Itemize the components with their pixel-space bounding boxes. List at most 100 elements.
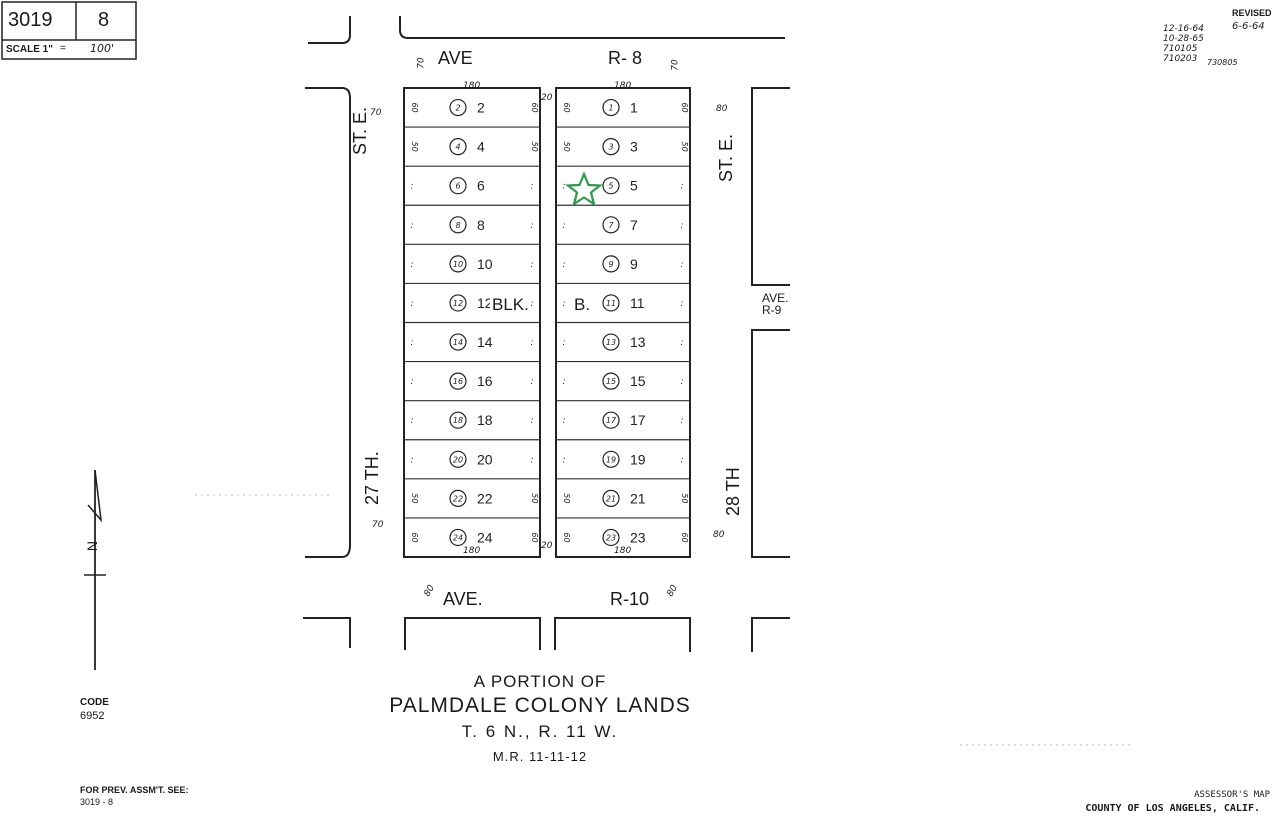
- previous-assessment-label: FOR PREV. ASSM'T. SEE:: [80, 785, 189, 795]
- block-width: 180: [614, 81, 632, 91]
- lot-number: 4: [477, 139, 485, 155]
- revised-date: 12-16-64: [1163, 24, 1204, 34]
- parcel-number-circle: [602, 489, 620, 507]
- parcel-number: 23: [606, 533, 616, 542]
- parcel-number-circle: [602, 138, 620, 156]
- lot-frontage: 60: [410, 532, 419, 542]
- parcel-number: 18: [453, 416, 463, 425]
- parcel-number: 6: [455, 182, 460, 191]
- lot-frontage: :: [562, 377, 565, 387]
- parcel-number: 17: [606, 416, 617, 425]
- lot-frontage: :: [562, 338, 565, 348]
- lot-frontage: :: [530, 182, 533, 192]
- lot-number: 17: [630, 412, 646, 428]
- parcel-number-circle: [602, 255, 620, 273]
- revised-date: 10-28-65: [1163, 34, 1204, 44]
- lot-frontage: :: [680, 299, 683, 309]
- lot-number: 6: [477, 178, 485, 194]
- lot-frontage: 60: [530, 102, 539, 112]
- avenue-r8-label-right: R- 8: [608, 48, 643, 68]
- lot-frontage: 50: [530, 142, 539, 152]
- lot-number: 10: [477, 256, 493, 272]
- footer-assessor-map: ASSESSOR'S MAP: [1194, 790, 1270, 800]
- parcel-number-circle: [449, 489, 467, 507]
- lot-frontage: 60: [562, 102, 571, 112]
- revised-date: 730805: [1207, 58, 1238, 67]
- lot-frontage: :: [680, 338, 683, 348]
- block-width: 180: [463, 81, 481, 91]
- street-width: 70: [372, 520, 384, 530]
- map-number-box: [1, 1, 137, 60]
- parcel-number: 15: [606, 377, 616, 386]
- lot-frontage: 60: [562, 532, 571, 542]
- curb-27th-street: [305, 87, 351, 558]
- lot-frontage: 50: [530, 493, 539, 503]
- street-width: 70: [370, 108, 382, 118]
- lot-frontage: 60: [410, 102, 419, 112]
- lot-number: 14: [477, 334, 493, 350]
- map-title-line1: A PORTION OF: [473, 672, 607, 691]
- lot-frontage: :: [530, 377, 533, 387]
- map-title-line2: PALMDALE COLONY LANDS: [389, 694, 691, 717]
- previous-assessment-value: 3019 - 8: [80, 797, 114, 807]
- curb-top-right: [399, 16, 785, 39]
- lot-frontage: :: [680, 221, 683, 231]
- revised-date: 710203: [1163, 54, 1198, 64]
- lot-frontage: 60: [680, 532, 689, 542]
- star-icon: [564, 171, 604, 207]
- lot-frontage: 50: [680, 142, 689, 152]
- lot-frontage: :: [562, 182, 565, 192]
- parcel-number: 3: [608, 143, 613, 152]
- lot-number: 24: [477, 529, 493, 545]
- lot-frontage: :: [410, 221, 413, 231]
- parcel-number-circle: [449, 294, 467, 312]
- lot-frontage: :: [680, 377, 683, 387]
- lot-number: 19: [630, 451, 646, 467]
- st-e-label-left: ST. E.: [350, 106, 370, 155]
- lot-frontage: :: [562, 416, 565, 426]
- map-title-line4: M.R. 11-11-12: [492, 749, 588, 764]
- alley-width: 20: [541, 541, 553, 551]
- lot-frontage: :: [410, 338, 413, 348]
- lot-number: 16: [477, 373, 493, 389]
- avenue-r9-label: AVE. R-9: [762, 291, 789, 317]
- alley-width: 20: [541, 93, 553, 103]
- 28th-street-label: 28 TH: [723, 467, 743, 516]
- lot-number: 18: [477, 412, 493, 428]
- code-value: 6952: [80, 710, 105, 722]
- lot-number: 22: [477, 490, 493, 506]
- lot-number: 23: [630, 529, 646, 545]
- lot-number: 13: [630, 334, 646, 350]
- lot-frontage: :: [410, 416, 413, 426]
- map-book-number: 3019: [8, 9, 53, 31]
- lot-frontage: :: [680, 416, 683, 426]
- curb-top-left: [308, 16, 351, 44]
- lot-frontage: :: [530, 299, 533, 309]
- parcel-number-circle: [449, 177, 467, 195]
- block-label-right: B.: [572, 295, 593, 315]
- map-title-line3: T. 6 N., R. 11 W.: [461, 722, 619, 741]
- lot-number: 21: [630, 490, 646, 506]
- scale-equals: =: [60, 43, 66, 54]
- lot-frontage: :: [680, 260, 683, 270]
- curb-bottom-left: [303, 617, 351, 648]
- parcel-number: 9: [608, 260, 613, 269]
- lot-frontage: :: [410, 299, 413, 309]
- lot-number: 3: [630, 139, 638, 155]
- parcel-number-circle: [602, 528, 620, 547]
- lot-frontage: :: [410, 182, 413, 192]
- lot-frontage: :: [410, 455, 413, 465]
- lot-frontage: 60: [530, 532, 539, 542]
- lot-number: 15: [630, 373, 646, 389]
- parcel-number-circle: [602, 294, 620, 312]
- lot-frontage: :: [530, 416, 533, 426]
- revised-label: REVISED: [1232, 8, 1272, 18]
- revised-date: 710105: [1163, 44, 1198, 54]
- lot-frontage: 50: [562, 493, 571, 503]
- lot-number: 9: [630, 256, 638, 272]
- parcel-number-circle: [602, 372, 620, 390]
- parcel-number-circle: [449, 255, 467, 273]
- lot-frontage: :: [410, 377, 413, 387]
- curb-bottom-right: [751, 617, 790, 652]
- street-width: 80: [716, 104, 728, 114]
